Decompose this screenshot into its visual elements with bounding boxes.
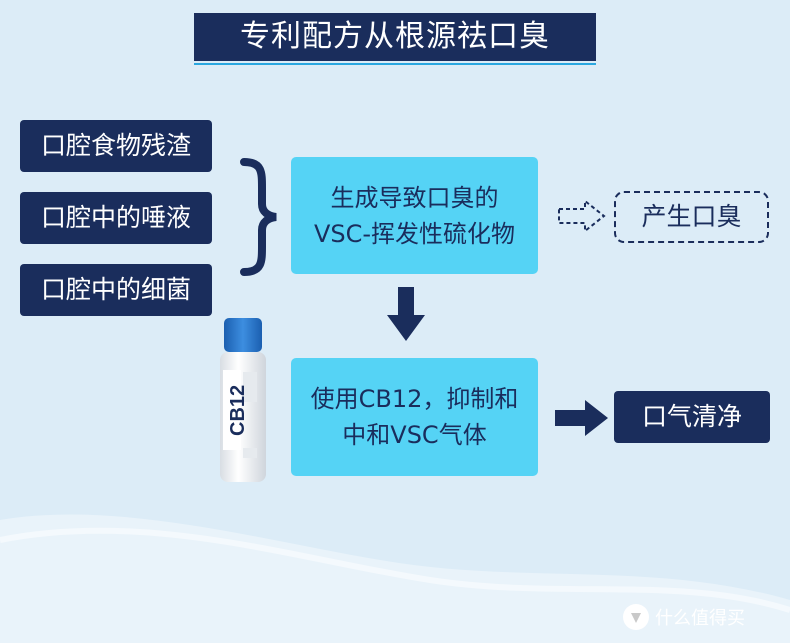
watermark: 什么值得买 (623, 603, 745, 631)
watermark-logo-icon (623, 604, 649, 630)
cause-box-food-residue: 口腔食物残渣 (20, 120, 212, 172)
watermark-text: 什么值得买 (655, 608, 745, 629)
bottle-label: CB12 (227, 384, 249, 436)
solution-result-box: 口气清净 (614, 391, 770, 443)
cause-box-bacteria: 口腔中的细菌 (20, 264, 212, 316)
mouthwash-bottle-icon: CB12 (214, 316, 272, 488)
problem-box-line1: 生成导致口臭的 (330, 183, 499, 212)
arrow-down-icon (387, 287, 425, 341)
solution-box: 使用CB12，抑制和 中和VSC气体 (291, 358, 538, 476)
dashed-arrow-right-icon (558, 198, 606, 234)
problem-result-box: 产生口臭 (614, 191, 769, 243)
solution-box-line2: 中和VSC气体 (342, 421, 487, 449)
problem-box-line2: VSC-挥发性硫化物 (313, 219, 516, 248)
page-title: 专利配方从根源祛口臭 (194, 13, 596, 61)
title-underline (194, 63, 596, 65)
cause-box-saliva: 口腔中的唾液 (20, 192, 212, 244)
brace-icon (240, 158, 277, 276)
solution-box-line1: 使用CB12，抑制和 (310, 385, 519, 413)
problem-box: 生成导致口臭的 VSC-挥发性硫化物 (291, 157, 538, 274)
arrow-right-icon (555, 400, 608, 436)
